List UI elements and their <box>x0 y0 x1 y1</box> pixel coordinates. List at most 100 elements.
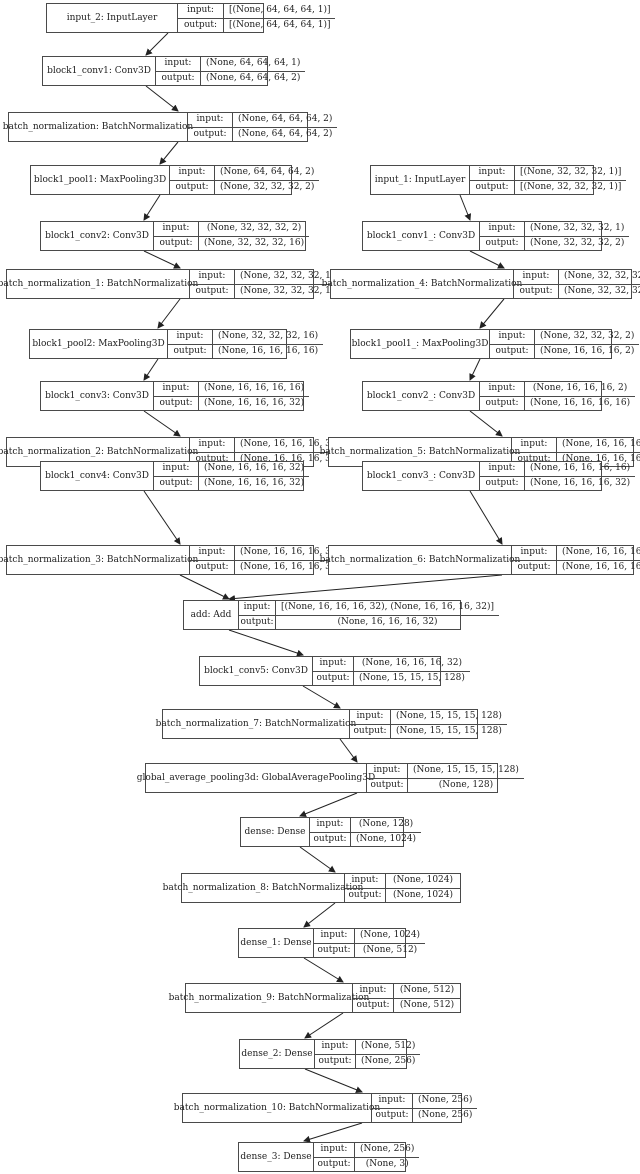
io-value-column: (None, 256)(None, 3) <box>355 1143 420 1172</box>
io-value-column: (None, 64, 64, 64, 2)(None, 64, 64, 64, … <box>233 113 338 142</box>
io-value-column: (None, 16, 16, 16, 2)(None, 16, 16, 16, … <box>525 382 636 411</box>
input-shape: (None, 15, 15, 15, 128) <box>396 711 502 722</box>
edge-arrow <box>143 250 181 269</box>
io-value-column: (None, 15, 15, 15, 128)(None, 128) <box>408 764 524 792</box>
io-value-column: (None, 64, 64, 64, 1)(None, 64, 64, 64, … <box>201 57 306 85</box>
input-shape: (None, 16, 16, 16, 16) <box>562 439 640 450</box>
output-shape: (None, 64, 64, 64, 2) <box>233 126 338 142</box>
output-label: output: <box>350 723 390 739</box>
layer-name: batch_normalization_6: BatchNormalizatio… <box>320 546 520 574</box>
io-label-column: input:output: <box>372 1094 413 1122</box>
output-label: output: <box>154 475 198 491</box>
io-label-column: input:output: <box>480 462 525 490</box>
io-label-column: input:output: <box>313 657 354 685</box>
io-label-column: input:output: <box>239 601 276 629</box>
io-label-column: input:output: <box>190 438 235 466</box>
output-shape: (None, 32, 32, 32, 2) <box>559 283 640 299</box>
layer-name: block1_conv3_: Conv3D <box>363 462 480 490</box>
input-label: input: <box>162 383 190 394</box>
edge-arrow <box>143 358 159 381</box>
io-value-column: (None, 512)(None, 256) <box>356 1040 421 1068</box>
io-label-column: input:output: <box>190 546 235 574</box>
output-shape: (None, 16, 16, 16, 16) <box>525 395 636 411</box>
output-label: output: <box>470 179 514 195</box>
layer-name: batch_normalization: BatchNormalization <box>3 113 193 141</box>
layer-name: block1_conv4: Conv3D <box>41 462 154 490</box>
edge-arrow <box>479 298 505 329</box>
layer-name: add: Add <box>184 601 239 629</box>
io-value-column: (None, 32, 32, 32, 1)(None, 32, 32, 32, … <box>525 222 630 250</box>
output-shape: (None, 3) <box>355 1156 420 1172</box>
io-value-column: (None, 16, 16, 16, 32)(None, 15, 15, 15,… <box>354 657 470 685</box>
output-shape: (None, 16, 16, 16, 32) <box>235 451 346 467</box>
io-value-column: (None, 16, 16, 16, 32)(None, 16, 16, 16,… <box>235 438 346 467</box>
layer-name: block1_conv1_: Conv3D <box>363 222 480 250</box>
io-label-column: input:output: <box>315 1040 356 1068</box>
layer-name: batch_normalization_10: BatchNormalizati… <box>174 1094 380 1122</box>
output-label: output: <box>512 451 556 467</box>
input-label: input: <box>162 463 190 474</box>
input-shape: (None, 32, 32, 32, 1) <box>530 223 625 234</box>
output-label: output: <box>367 777 407 793</box>
input-label: input: <box>176 331 204 342</box>
input-label: input: <box>351 875 379 886</box>
io-value-column: (None, 32, 32, 32, 16)(None, 16, 16, 16,… <box>213 330 324 358</box>
edge-arrow <box>469 410 503 437</box>
input-shape: (None, 16, 16, 16, 32) <box>240 439 341 450</box>
output-shape: [(None, 32, 32, 32, 1)] <box>515 179 627 195</box>
layer-name: batch_normalization_1: BatchNormalizatio… <box>0 270 198 298</box>
io-value-column: (None, 32, 32, 32, 16)(None, 32, 32, 32,… <box>235 270 346 298</box>
io-label-column: input:output: <box>314 1143 355 1171</box>
layer-name: block1_conv1: Conv3D <box>43 57 156 85</box>
layer-name: batch_normalization_2: BatchNormalizatio… <box>0 438 198 466</box>
io-label-column: input:output: <box>190 270 235 298</box>
layer-name: input_1: InputLayer <box>371 166 470 194</box>
output-shape: (None, 16, 16, 16, 32) <box>199 395 310 411</box>
layer-node: batch_normalization_6: BatchNormalizatio… <box>320 545 640 575</box>
io-value-column: [(None, 64, 64, 64, 1)][(None, 64, 64, 6… <box>224 4 336 32</box>
io-value-column: (None, 16, 16, 16, 32)(None, 16, 16, 16,… <box>199 462 310 490</box>
output-shape: (None, 16, 16, 16, 32) <box>235 559 346 575</box>
output-label: output: <box>239 614 275 630</box>
io-label-column: input:output: <box>480 222 525 250</box>
input-shape: (None, 16, 16, 16, 32) <box>361 658 462 669</box>
io-label-column: input:output: <box>345 874 386 902</box>
output-shape: (None, 15, 15, 15, 128) <box>391 723 507 739</box>
input-shape: (None, 16, 16, 16, 32) <box>240 547 341 558</box>
input-shape: (None, 256) <box>360 1144 415 1155</box>
io-value-column: (None, 32, 32, 32, 2)(None, 32, 32, 32, … <box>199 222 310 250</box>
input-label: input: <box>196 114 224 125</box>
io-value-column: [(None, 16, 16, 16, 32), (None, 16, 16, … <box>276 601 500 630</box>
io-value-column: (None, 16, 16, 16, 32)(None, 16, 16, 16,… <box>557 546 640 574</box>
edge-arrow <box>469 250 505 269</box>
layer-name: batch_normalization_3: BatchNormalizatio… <box>0 546 198 574</box>
layer-node: batch_normalization_8: BatchNormalizatio… <box>163 873 461 903</box>
io-label-column: input:output: <box>154 462 199 490</box>
input-shape: (None, 16, 16, 16, 2) <box>532 383 628 394</box>
edge-arrow <box>143 194 161 221</box>
input-label: input: <box>162 223 190 234</box>
output-shape: (None, 1024) <box>386 887 460 903</box>
layer-node: batch_normalization_9: BatchNormalizatio… <box>169 983 461 1013</box>
edge-arrow <box>143 410 181 437</box>
layer-name: batch_normalization_5: BatchNormalizatio… <box>320 438 520 466</box>
output-label: output: <box>313 670 353 686</box>
edge-arrow <box>304 1068 363 1094</box>
output-shape: (None, 15, 15, 15, 128) <box>354 670 470 686</box>
layer-name: dense_3: Dense <box>239 1143 314 1171</box>
input-label: input: <box>488 383 516 394</box>
output-label: output: <box>168 343 212 359</box>
output-label: output: <box>190 451 234 467</box>
io-label-column: input:output: <box>156 57 201 85</box>
edge-arrow <box>299 792 358 818</box>
output-shape: (None, 16, 16, 16, 32) <box>276 614 500 630</box>
output-shape: (None, 32, 32, 32, 2) <box>215 179 320 195</box>
